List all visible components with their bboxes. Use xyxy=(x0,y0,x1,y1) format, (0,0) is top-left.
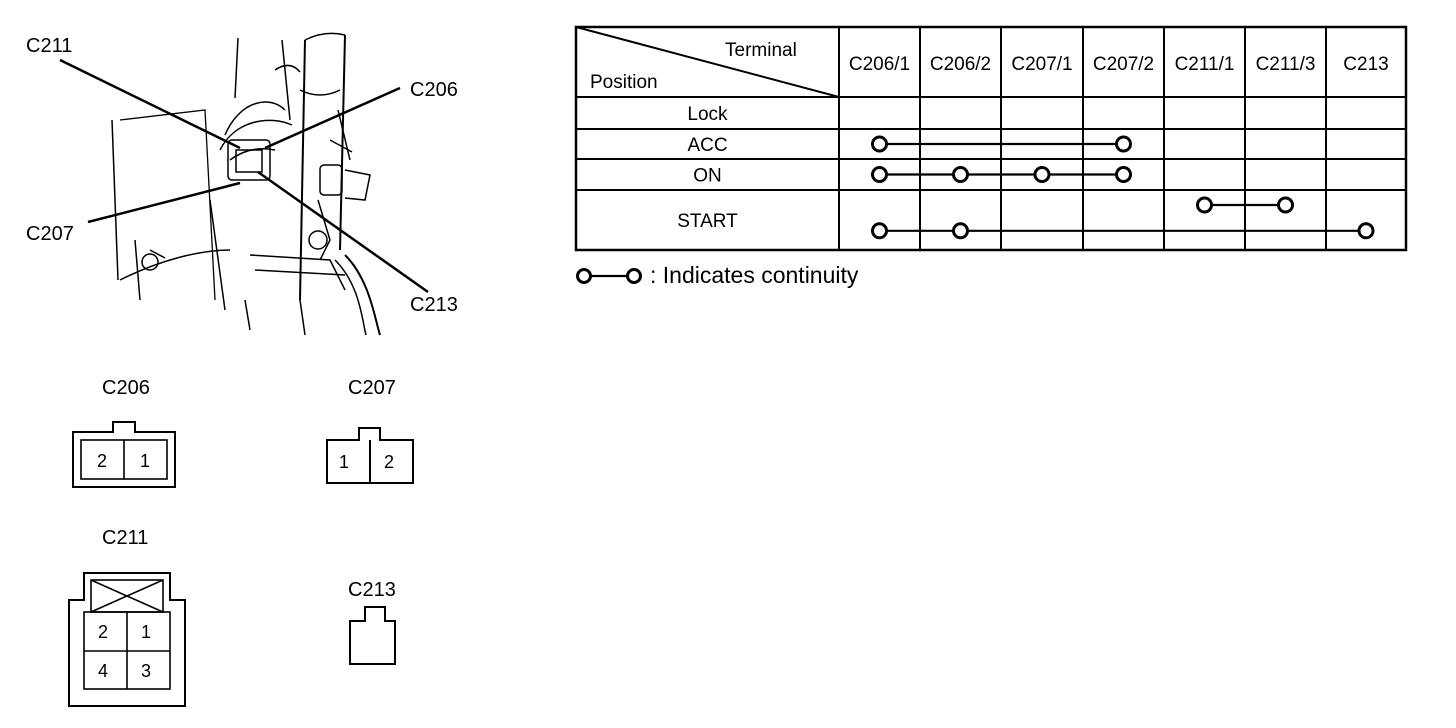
c206-pin-left: 2 xyxy=(97,451,107,471)
connector-c213-label: C213 xyxy=(348,579,396,601)
column-header: C207/1 xyxy=(1011,54,1072,75)
c206-pin-right: 1 xyxy=(140,451,150,471)
terminal-marker xyxy=(952,222,969,240)
table-frame xyxy=(574,25,1408,252)
connector-c206-label: C206 xyxy=(102,377,150,399)
terminal-marker xyxy=(1115,135,1132,153)
row-label: ON xyxy=(693,166,722,187)
terminal-marker xyxy=(1277,196,1294,214)
terminal-marker xyxy=(1033,166,1051,183)
continuity-table: Terminal Position C206/1 C206/2 C207/1 C207… xyxy=(574,25,1408,252)
callout-c207: C207 xyxy=(26,223,74,245)
column-header: C206/1 xyxy=(849,54,910,75)
connector-c211-label: C211 xyxy=(102,527,148,549)
header-terminal: Terminal xyxy=(725,40,797,61)
c211-pin-top-left: 2 xyxy=(98,622,108,642)
terminal-marker xyxy=(871,166,888,183)
callout-line-c211 xyxy=(59,58,241,150)
row-label: START xyxy=(677,211,738,232)
legend-text: : Indicates continuity xyxy=(650,262,859,288)
callout-c211: C211 xyxy=(26,35,72,57)
column-header: C207/2 xyxy=(1093,54,1154,75)
header-diagonal xyxy=(575,26,840,98)
legend: : Indicates continuity xyxy=(576,262,859,288)
legend-terminal-marker xyxy=(626,268,642,284)
c211-pin-bottom-right: 3 xyxy=(141,661,151,681)
callout-line-c207 xyxy=(87,181,241,224)
callout-c213: C213 xyxy=(410,294,458,316)
connector-c207: C207 1 2 xyxy=(326,377,414,484)
terminal-marker xyxy=(871,222,888,240)
connector-c213: C213 xyxy=(348,579,396,665)
c207-pin-left: 1 xyxy=(339,452,349,472)
terminal-marker xyxy=(1196,196,1213,214)
callout-line-c206 xyxy=(264,86,401,150)
steering-column-illustration xyxy=(111,32,381,336)
c207-pin-right: 2 xyxy=(384,452,394,472)
connector-c207-label: C207 xyxy=(348,377,396,399)
callout-c206: C206 xyxy=(410,79,458,101)
c211-pin-bottom-left: 4 xyxy=(98,661,108,681)
row-label: ACC xyxy=(687,135,727,156)
terminal-marker xyxy=(871,135,888,153)
terminal-marker xyxy=(1357,222,1375,240)
terminal-marker xyxy=(1115,166,1132,183)
column-header: C213 xyxy=(1343,54,1388,75)
column-header: C206/2 xyxy=(930,54,991,75)
callout-lines xyxy=(59,58,429,294)
callout-labels: C211 C206 C207 C213 xyxy=(26,35,458,316)
row-label: Lock xyxy=(687,104,728,125)
connector-c206: C206 2 1 xyxy=(72,377,176,488)
callout-line-c213 xyxy=(257,170,429,294)
terminal-marker xyxy=(952,166,969,183)
header-position: Position xyxy=(590,72,658,93)
connector-c211: C211 2 1 4 3 xyxy=(68,527,186,707)
c211-pin-top-right: 1 xyxy=(141,622,151,642)
legend-terminal-marker xyxy=(576,268,592,284)
column-header: C211/3 xyxy=(1256,54,1316,75)
column-header: C211/1 xyxy=(1175,54,1235,75)
